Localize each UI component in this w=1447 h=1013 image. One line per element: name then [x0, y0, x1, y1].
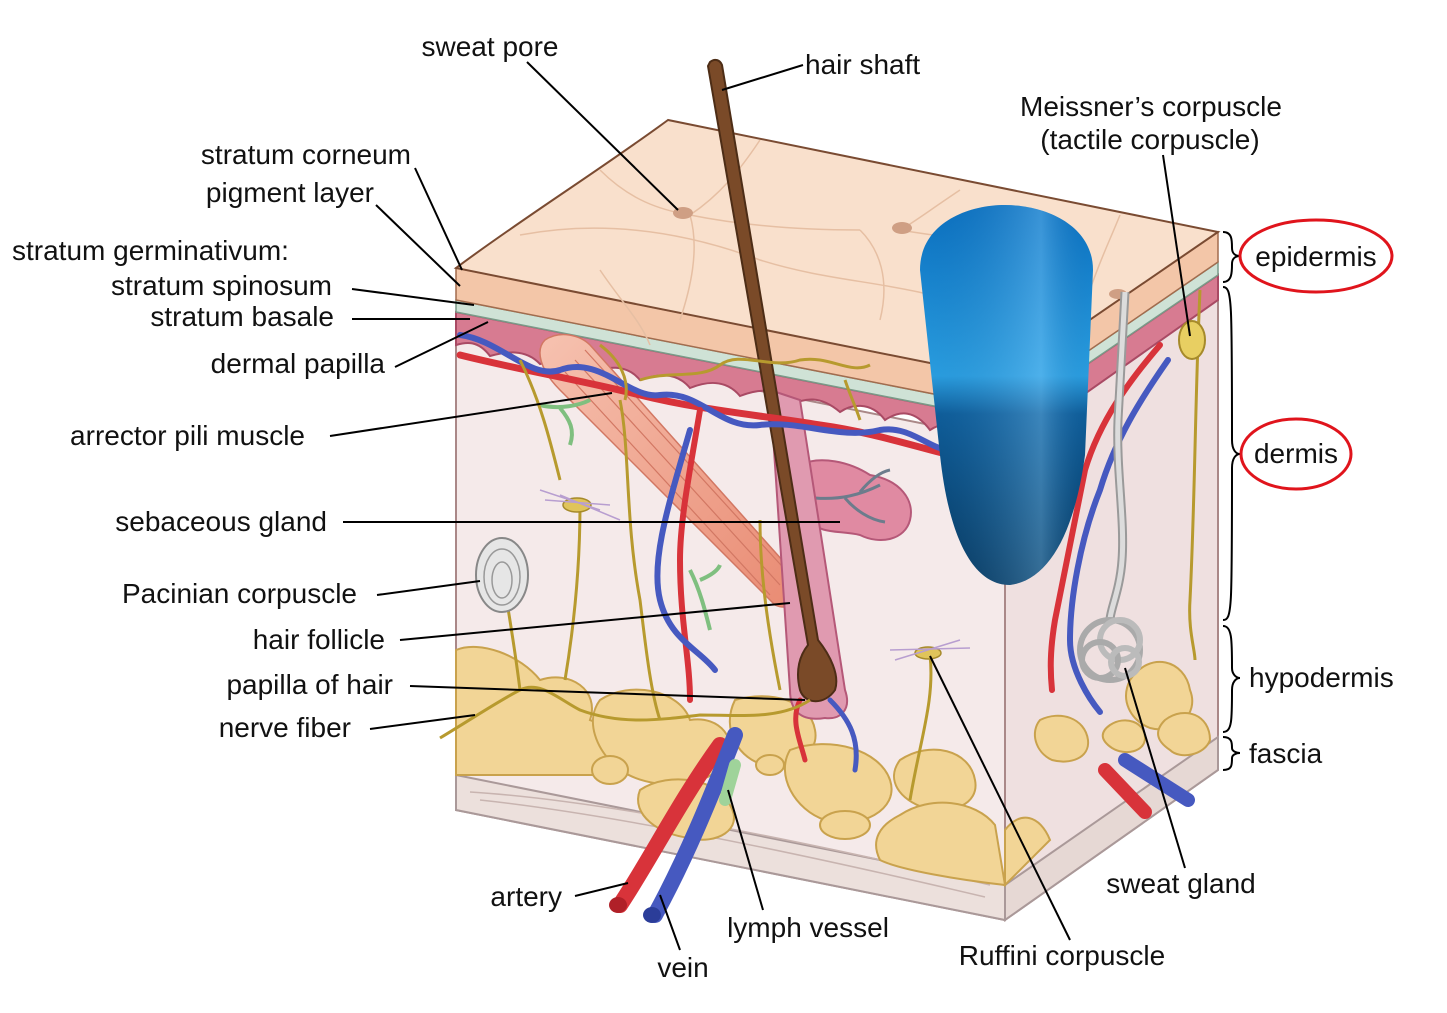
- labels: sweat pore hair shaft Meissner’s corpusc…: [12, 31, 1394, 983]
- label-stratum-germinativum: stratum germinativum:: [12, 235, 289, 266]
- label-lymph-vessel: lymph vessel: [727, 912, 889, 943]
- free-nerve-ending: [539, 489, 971, 661]
- layer-hypodermis: hypodermis: [1249, 662, 1394, 693]
- sweat-gland-shape: [1077, 291, 1143, 683]
- nerve-fibers: [439, 289, 1202, 801]
- label-stratum-spinosum: stratum spinosum: [111, 270, 332, 301]
- deep-vessels: [612, 727, 1195, 923]
- layer-fascia: fascia: [1249, 738, 1323, 769]
- pacinian-corpuscle-shape: [475, 537, 529, 613]
- fat-lobules: [455, 645, 1212, 888]
- label-vein: vein: [657, 952, 708, 983]
- label-pigment-layer: pigment layer: [206, 177, 374, 208]
- blue-cylinder-overlay: [920, 205, 1093, 585]
- label-sebaceous-gland: sebaceous gland: [115, 506, 327, 537]
- skin-block: [439, 58, 1221, 923]
- layer-dermis: dermis: [1254, 438, 1338, 469]
- label-hair-shaft: hair shaft: [805, 49, 920, 80]
- hair-shaft: [706, 58, 838, 703]
- label-sweat-gland: sweat gland: [1106, 868, 1255, 899]
- epidermis-highlight-ring: [1238, 218, 1394, 294]
- label-stratum-corneum: stratum corneum: [201, 139, 411, 170]
- leader-lines: [329, 61, 1191, 951]
- meissner-corpuscle-shape: [1178, 320, 1206, 360]
- layer-epidermis: epidermis: [1255, 241, 1376, 272]
- dermal-papilla-layer: [455, 310, 1006, 452]
- layer-brackets: [1222, 231, 1241, 771]
- label-papilla-of-hair: papilla of hair: [226, 669, 393, 700]
- label-artery: artery: [490, 881, 562, 912]
- label-sweat-pore: sweat pore: [422, 31, 559, 62]
- label-meissner-line1: Meissner’s corpuscle: [1020, 91, 1282, 122]
- label-stratum-basale: stratum basale: [150, 301, 334, 332]
- label-ruffini-corpuscle: Ruffini corpuscle: [959, 940, 1165, 971]
- label-hair-follicle: hair follicle: [253, 624, 385, 655]
- label-nerve-fiber: nerve fiber: [219, 712, 351, 743]
- lymph-capillaries: [539, 398, 722, 631]
- label-meissner-line2: (tactile corpuscle): [1040, 124, 1259, 155]
- dermis-highlight-ring: [1239, 417, 1353, 491]
- label-dermal-papilla: dermal papilla: [211, 348, 386, 379]
- label-arrector-pili-muscle: arrector pili muscle: [70, 420, 305, 451]
- label-pacinian-corpuscle: Pacinian corpuscle: [122, 578, 357, 609]
- sebaceous-gland: [798, 459, 912, 541]
